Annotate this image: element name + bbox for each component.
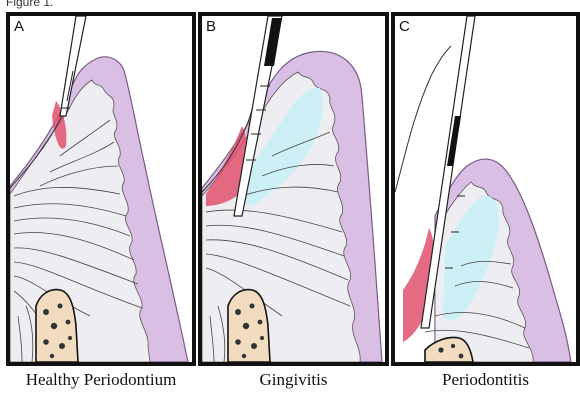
caption-periodontitis: Periodontitis — [391, 370, 580, 390]
panel-c: C — [391, 12, 580, 366]
panel-a-letter: A — [14, 18, 24, 35]
caption-healthy-periodontium: Healthy Periodontium — [6, 370, 196, 390]
periodontitis-illustration — [395, 16, 576, 362]
panel-a: A — [6, 12, 196, 366]
panel-b-letter: B — [206, 18, 216, 35]
panel-b: B — [198, 12, 389, 366]
gingivitis-illustration — [202, 16, 385, 362]
tooth-surface — [395, 46, 451, 192]
panel-c-letter: C — [399, 18, 410, 35]
caption-gingivitis: Gingivitis — [198, 370, 389, 390]
healthy-periodontium-illustration — [10, 16, 192, 362]
figure-title: Figure 1. — [6, 0, 53, 9]
